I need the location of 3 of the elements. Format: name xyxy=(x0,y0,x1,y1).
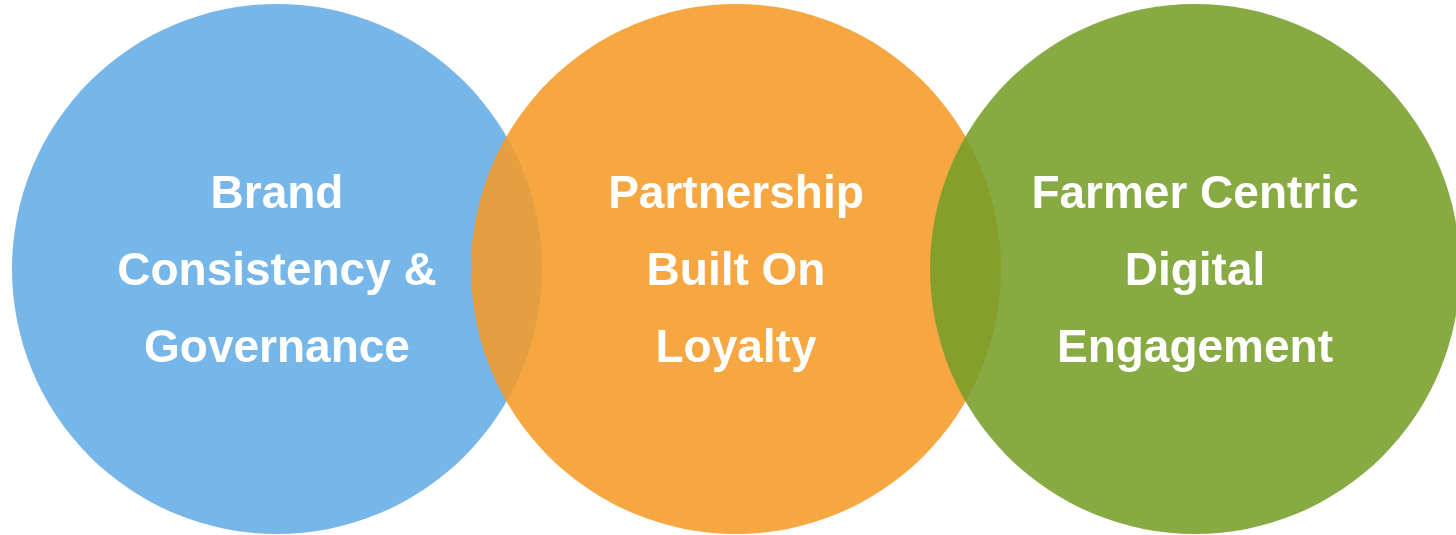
circle-label: Farmer Centric Digital Engagement xyxy=(1030,164,1360,374)
circle-label: Partnership Built On Loyalty xyxy=(607,164,865,374)
circle-label: Brand Consistency & Governance xyxy=(116,164,438,374)
